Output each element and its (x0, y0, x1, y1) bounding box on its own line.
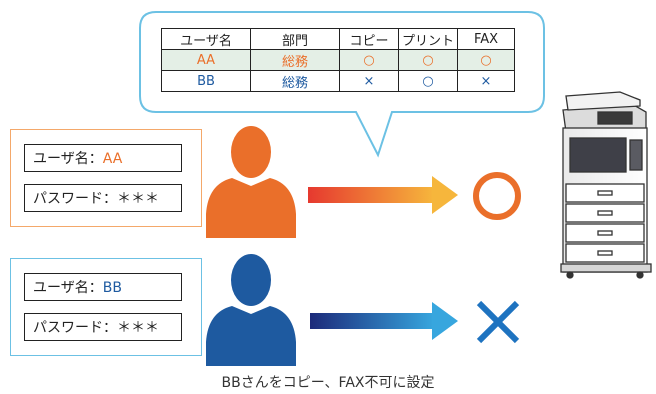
password-field[interactable]: パスワード：＊＊＊ (24, 184, 182, 212)
cell-print: ○ (398, 70, 458, 92)
table-header-row: ユーザ名 部門 コピー プリント FAX (161, 28, 515, 50)
cell-fax: × (457, 70, 515, 92)
username-value: BB (102, 280, 122, 296)
password-label: パスワード：＊＊＊ (33, 320, 159, 336)
username-value: AA (102, 151, 123, 167)
caption: BBさんをコピー、FAX不可に設定 (221, 375, 435, 391)
password-label: パスワード：＊＊＊ (33, 191, 159, 207)
username-label: ユーザ名： (33, 151, 103, 167)
person-aa-icon (206, 126, 296, 238)
username-field[interactable]: ユーザ名：BB (24, 273, 182, 301)
user-card-bb: ユーザ名：BB パスワード：＊＊＊ (10, 258, 202, 356)
arrow-aa-icon (308, 176, 458, 214)
cell-copy: ○ (339, 49, 399, 71)
password-field[interactable]: パスワード：＊＊＊ (24, 313, 182, 341)
cell-copy: × (339, 70, 399, 92)
cell-print: ○ (398, 49, 458, 71)
header-fax: FAX (457, 28, 515, 50)
cell-department: 総務 (250, 49, 340, 71)
user-card-aa: ユーザ名：AA パスワード：＊＊＊ (10, 129, 202, 227)
header-copy: コピー (339, 28, 399, 50)
header-department: 部門 (250, 28, 340, 50)
person-bb-icon (206, 254, 296, 366)
printer-icon (560, 91, 652, 279)
cell-username: BB (161, 70, 251, 92)
table-row: BB 総務 × ○ × (161, 70, 515, 92)
table-row: AA 総務 ○ ○ ○ (161, 49, 515, 71)
denied-cross-icon (476, 300, 520, 344)
cell-fax: ○ (457, 49, 515, 71)
arrow-bb-icon (310, 302, 458, 340)
cell-username: AA (161, 49, 251, 71)
username-field[interactable]: ユーザ名：AA (24, 144, 182, 172)
header-print: プリント (398, 28, 458, 50)
allowed-circle-icon (473, 172, 521, 220)
username-label: ユーザ名： (33, 280, 103, 296)
cell-department: 総務 (250, 70, 340, 92)
permission-table: ユーザ名 部門 コピー プリント FAX AA 総務 ○ ○ ○ BB 総務 ×… (161, 28, 515, 92)
